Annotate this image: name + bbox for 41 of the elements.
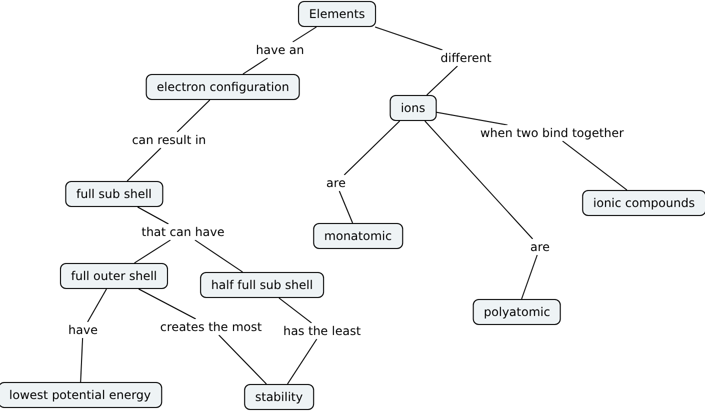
linking-phrase: creates the most [159,319,263,335]
concept-box: Elements [298,1,376,27]
concept-box: full outer shell [60,263,168,289]
connector-line [242,58,268,74]
concept-box: half full sub shell [200,272,324,298]
linking-phrase: that can have [140,224,226,240]
linking-phrase: have an [254,42,306,58]
connector-line [126,148,162,182]
concept-box: monatomic [313,223,403,249]
connector-line [562,140,628,190]
connector-line [80,338,84,382]
connector-line [138,288,196,320]
connector-line [134,240,171,264]
concept-box: stability [244,384,314,410]
linking-phrase: are [529,239,551,255]
connector-line [344,120,400,176]
concept-box: polyatomic [472,299,562,325]
connector-line [176,100,210,132]
connector-line [292,26,317,42]
linking-phrase: can result in [130,132,208,148]
linking-phrase: has the least [282,323,362,339]
linking-phrase: when two bind together [479,125,625,141]
connector-line [194,240,244,272]
connector-line [436,112,508,126]
concept-box: lowest potential energy [0,382,162,408]
connector-line [374,26,443,50]
concept-box: ions [390,95,436,121]
connector-line [87,288,107,322]
connector-line [338,190,354,224]
connector-line [424,120,534,240]
linking-phrase: are [325,175,347,191]
concept-box: electron configuration [146,74,300,100]
connector-line [278,298,312,324]
concept-box: full sub shell [65,181,163,207]
connector-line [218,334,267,384]
connector-line [287,338,318,384]
connector-line [521,254,538,300]
connector-line [426,66,458,96]
linking-phrase: different [440,50,492,66]
concept-box: ionic compounds [582,190,705,216]
connector-line [137,206,169,224]
